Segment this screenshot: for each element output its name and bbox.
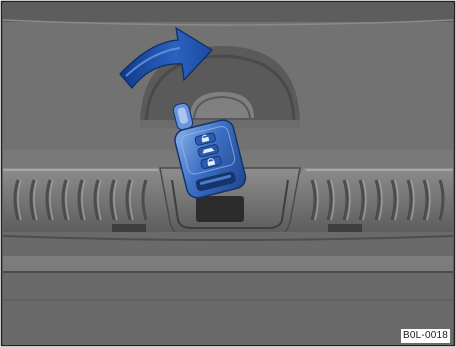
slot-left	[112, 224, 146, 232]
figure-code-label: B0L-0018	[401, 329, 450, 343]
lower-ledge	[3, 256, 453, 272]
upper-top-edge	[3, 3, 453, 22]
slot-right	[328, 224, 362, 232]
lower-panel	[3, 232, 453, 345]
